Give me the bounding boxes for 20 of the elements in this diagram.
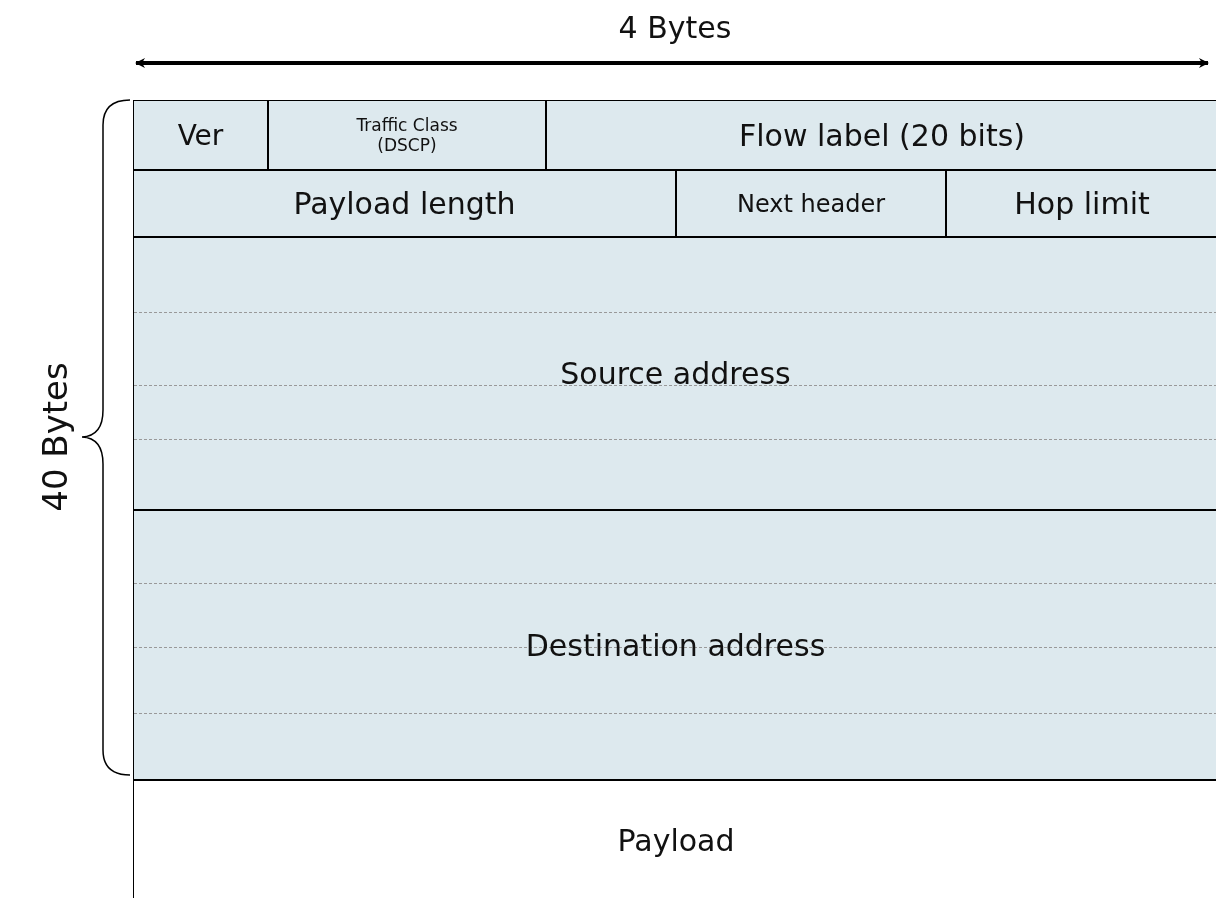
field-name: Traffic Class (DSCP) xyxy=(355,114,459,156)
payload-area xyxy=(133,780,1216,898)
field-name: Ver xyxy=(177,118,224,152)
field-cell xyxy=(676,170,946,237)
field-name: Payload xyxy=(617,823,735,858)
field-cell xyxy=(133,170,676,237)
field-cell xyxy=(268,100,546,170)
address-field xyxy=(133,510,1216,780)
field-name: Flow label (20 bits) xyxy=(739,117,1025,153)
field-cell xyxy=(546,100,1216,170)
field-cell xyxy=(133,100,268,170)
dimension-label: 40 Bytes xyxy=(35,362,75,512)
field-name: Next header xyxy=(736,189,886,218)
field-name: Payload length xyxy=(293,186,516,221)
dimension-label: 4 Bytes xyxy=(617,10,733,45)
address-field xyxy=(133,237,1216,510)
field-name: Hop limit xyxy=(1014,186,1150,221)
field-cell xyxy=(946,170,1216,237)
field-name: Destination address xyxy=(525,627,826,663)
field-name: Source address xyxy=(560,356,791,391)
